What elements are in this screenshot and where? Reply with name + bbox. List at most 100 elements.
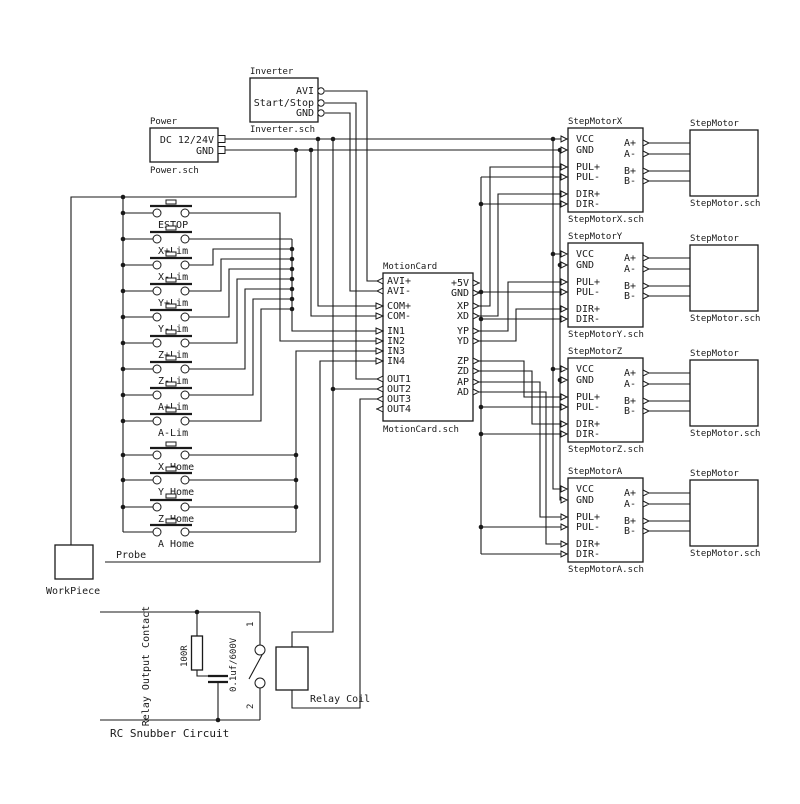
- motora-sheet[interactable]: StepMotor StepMotor.sch: [689, 469, 760, 559]
- junction-dot: [330, 136, 336, 142]
- mc-pin-out3: OUT3: [387, 394, 411, 405]
- probe-label: Probe: [116, 550, 146, 561]
- motorz-sheet[interactable]: StepMotor StepMotor.sch: [689, 349, 760, 439]
- motory-box[interactable]: [689, 244, 759, 312]
- switch-actuator: [165, 381, 177, 387]
- stepmotory-sheet[interactable]: StepMotorY StepMotorY.sch VCC GND PUL+ P…: [560, 232, 651, 340]
- junction-dot: [315, 136, 321, 142]
- wire-limits-merge: [189, 238, 376, 422]
- switch-terminal: [152, 338, 162, 348]
- switch-terminal: [180, 450, 190, 460]
- motora-box[interactable]: [689, 479, 759, 547]
- junction-dot: [120, 366, 126, 372]
- motorz-box[interactable]: [689, 359, 759, 427]
- drv-pin-dirm: DIR-: [576, 429, 600, 440]
- wire-probe-in4: [105, 360, 376, 563]
- inverter-title: Inverter: [250, 67, 294, 77]
- stepmotora-box[interactable]: [567, 477, 644, 563]
- stepmotory-box[interactable]: [567, 242, 644, 328]
- inverter-pin-glyph: [317, 87, 325, 95]
- contact-terminal[interactable]: [254, 677, 266, 689]
- stepmotory-title: StepMotorY: [568, 232, 623, 242]
- power-box[interactable]: [149, 127, 219, 163]
- motorx-box[interactable]: [689, 129, 759, 197]
- stepmotorz-title: StepMotorZ: [568, 347, 623, 357]
- switch-ahome[interactable]: A Home: [150, 518, 194, 550]
- resistor-body[interactable]: [190, 635, 204, 671]
- power-pin-gnd: GND: [196, 146, 214, 157]
- wire-snubber: [100, 611, 261, 721]
- power-pin-glyph: [217, 135, 226, 143]
- motory-sheet[interactable]: StepMotor StepMotor.sch: [689, 234, 760, 324]
- motioncard-box[interactable]: [382, 272, 474, 422]
- motora-sch-label: StepMotor.sch: [690, 549, 760, 559]
- junction-dot: [120, 418, 126, 424]
- drv-pin-pulm: PUL-: [576, 172, 600, 183]
- switch-terminal: [180, 527, 190, 537]
- motorx-sheet[interactable]: StepMotor StepMotor.sch: [689, 119, 760, 209]
- power-title: Power: [150, 117, 178, 127]
- switch-label: A-Lim: [158, 428, 188, 439]
- junction-dot: [215, 717, 221, 723]
- inverter-sch-label: Inverter.sch: [250, 125, 315, 135]
- switch-amlim[interactable]: A-Lim: [150, 407, 192, 439]
- mc-pin-out4: OUT4: [387, 404, 411, 415]
- drv-pin-vcc: VCC: [576, 134, 594, 145]
- wire-switch-taps: [123, 212, 153, 533]
- workpiece-box[interactable]: [54, 544, 94, 580]
- power-pin-dc: DC 12/24V: [160, 135, 214, 146]
- junction-dot: [308, 147, 314, 153]
- mc-pin-out1: OUT1: [387, 374, 411, 385]
- relay-coil-box[interactable]: [275, 646, 309, 691]
- junction-dot: [120, 262, 126, 268]
- stepmotora-sheet[interactable]: StepMotorA StepMotorA.sch VCC GND PUL+ P…: [560, 467, 651, 575]
- stepmotora-sch-label: StepMotorA.sch: [568, 565, 644, 575]
- resistor-value: 100R: [180, 645, 190, 667]
- switch-terminal: [152, 527, 162, 537]
- power-sheet[interactable]: Power Power.sch DC 12/24V GND: [149, 117, 226, 176]
- drv-pin-am: A-: [624, 499, 636, 510]
- junction-dot: [293, 452, 299, 458]
- mc-pin-xd: XD: [457, 311, 469, 322]
- motora-title: StepMotor: [690, 469, 739, 479]
- inverter-sheet[interactable]: Inverter Inverter.sch AVI Start/Stop GND: [249, 67, 325, 135]
- switch-actuator: [165, 329, 177, 335]
- switch-yhome[interactable]: Y Home: [150, 466, 194, 498]
- inverter-box[interactable]: [249, 77, 319, 123]
- drv-pin-ap: A+: [624, 253, 636, 264]
- switch-terminal: [152, 475, 162, 485]
- stepmotorx-sheet[interactable]: StepMotorX StepMotorX.sch VCC GND PUL+ P…: [560, 117, 651, 225]
- drv-pin-bp: B+: [624, 516, 636, 527]
- wire-mcgnd-bus: [473, 176, 568, 555]
- switch-terminal: [152, 286, 162, 296]
- motioncard-sheet[interactable]: MotionCard MotionCard.sch AVI+ AVI- COM+…: [375, 262, 481, 435]
- drv-pin-vcc: VCC: [576, 249, 594, 260]
- drv-pin-dirm: DIR-: [576, 199, 600, 210]
- junction-dot: [330, 386, 336, 392]
- contact-terminal[interactable]: [254, 644, 266, 656]
- drv-pin-glyphs: [560, 250, 651, 323]
- wire-motor-links: [650, 142, 690, 532]
- drv-pin-am: A-: [624, 149, 636, 160]
- switch-actuator: [165, 251, 177, 257]
- drv-pin-bm: B-: [624, 406, 636, 417]
- junction-dot: [289, 266, 295, 272]
- stepmotora-title: StepMotorA: [568, 467, 623, 477]
- drv-pin-dirp: DIR+: [576, 304, 600, 315]
- stepmotorx-box[interactable]: [567, 127, 644, 213]
- mc-pin-yp: YP: [457, 326, 469, 337]
- switch-terminal: [152, 312, 162, 322]
- switch-terminal: [152, 260, 162, 270]
- junction-dot: [293, 147, 299, 153]
- inverter-pin-glyph: [317, 99, 325, 107]
- switch-terminal: [152, 208, 162, 218]
- switch-terminal: [152, 450, 162, 460]
- stepmotorz-sheet[interactable]: StepMotorZ StepMotorZ.sch VCC GND PUL+ P…: [560, 347, 651, 455]
- power-pin-glyph: [217, 146, 226, 154]
- switch-terminal: [180, 286, 190, 296]
- relay-coil[interactable]: Relay Coil: [275, 646, 370, 705]
- stepmotorx-sch-label: StepMotorX.sch: [568, 215, 644, 225]
- mc-pin-comp: COM+: [387, 301, 411, 312]
- workpiece[interactable]: WorkPiece: [46, 544, 100, 597]
